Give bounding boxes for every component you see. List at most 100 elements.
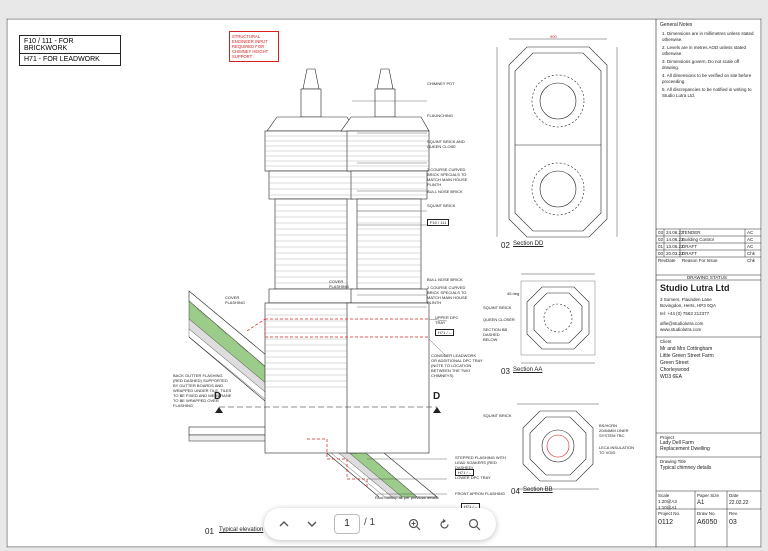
h71-tag-a: H71 / -- xyxy=(435,329,455,336)
rotate-icon xyxy=(439,518,449,529)
revision-rev: 00 xyxy=(658,251,664,256)
date-value: 22.02.22 xyxy=(729,500,749,506)
company-web: www.studiolutra.com xyxy=(660,327,702,332)
rev-value: 03 xyxy=(729,519,737,526)
revision-chk: AC xyxy=(747,237,754,242)
revision-chk: Chk xyxy=(747,251,756,256)
drawing-title-value: Typical chimney details xyxy=(660,465,712,471)
label-cover-flashing-right: COVER FLASHING xyxy=(329,279,350,289)
company-name: Studio Lutra Ltd xyxy=(660,283,730,293)
company-email: alfie@studiolutra.com xyxy=(660,321,704,326)
section-bb-title: Section BB xyxy=(523,487,553,493)
label-curved-brick-low: 2 COURSE CURVED BRICK SPECIALS TO MATCH … xyxy=(427,285,468,305)
label-squint-queen: SQUINT BRICK AND QUEEN CLOSE xyxy=(427,139,465,149)
label-bull-nose-low: BULL NOSE BRICK xyxy=(427,277,463,282)
page-total: / 1 xyxy=(364,517,376,528)
client-line-2: Little Green Street Farm xyxy=(660,353,714,359)
company-address-2: Bovingdon, Herts, HP3 0QA xyxy=(660,303,717,308)
brickwork-box: F10 / 111 - FOR BRICKWORK xyxy=(19,35,121,55)
section-marker-d-left: D xyxy=(214,391,222,402)
revision-header-date: Date xyxy=(666,258,676,263)
drawing-canvas xyxy=(7,19,761,547)
label-bull-nose-top: BULL NOSE BRICK xyxy=(427,189,463,194)
general-note-2: 2. Levels are in metres AOD unless state… xyxy=(662,45,747,56)
client-line-1: Mr and Mrs Cottingham xyxy=(660,346,713,352)
chimney-right xyxy=(246,68,430,454)
scale-label: Scale xyxy=(658,493,670,498)
label-squint-aa: SQUINT BRICK xyxy=(483,305,512,310)
revision-chk: AC xyxy=(747,230,754,235)
structural-note: STRUCTURAL ENGINEER INPUT REQUIRED FOR C… xyxy=(229,31,279,62)
drawing-status: DRAWING STATUS xyxy=(687,275,727,280)
paper-size-value: A1 xyxy=(697,500,705,506)
label-liner-system: BS/HCRN 20/84MM LINER SYSTEM TBC xyxy=(599,423,629,438)
dim-900: 900 xyxy=(550,34,557,39)
label-lower-dpc: LOWER DPC TRAY xyxy=(455,475,491,480)
label-queen-closer: QUEEN CLOSER xyxy=(483,317,515,322)
revision-date: 24.06.22 xyxy=(666,230,684,235)
label-flaunching: FLAUNCHING xyxy=(427,113,454,118)
general-note-4: 4. All dimensions to be verified on site… xyxy=(662,73,752,84)
revision-date: 13.06.22 xyxy=(666,244,684,249)
label-upper-dpc: UPPER DPC TRAY xyxy=(435,315,459,325)
draw-no-value: A6050 xyxy=(697,519,718,526)
drawing-title-label: Drawing Title xyxy=(660,459,687,464)
project-line-2: Replacement Dwelling xyxy=(660,446,710,452)
label-stepped-flashing: STEPPED FLASHING WITH LEAD SOAKERS (RED … xyxy=(455,455,507,470)
chimney-left xyxy=(264,68,358,454)
chevron-up-icon xyxy=(279,521,289,527)
scale-value: 1:20@A3 1:10@A1 xyxy=(658,499,677,510)
page-number-input[interactable]: 1 xyxy=(334,514,360,534)
label-squint-bb: SQUINT BRICK xyxy=(483,413,512,418)
revision-desc: TENDER xyxy=(682,230,701,235)
client-line-3: Green Street xyxy=(660,360,689,366)
section-marker-d-right: D xyxy=(433,391,441,402)
section-dd-number: 02 xyxy=(501,241,510,250)
typical-elevation-number: 01 xyxy=(205,527,214,536)
section-dd-title: Section DD xyxy=(513,241,544,247)
revision-chk: AC xyxy=(747,244,754,249)
label-back-gutter: BACK GUTTER FLASHING (RED DASHED) SUPPOR… xyxy=(173,373,232,408)
label-section-bb-below: SECTION BB DASHED BELOW xyxy=(483,327,508,342)
f10-tag: F10 / 111 xyxy=(427,219,450,226)
dim-45deg: 45 deg xyxy=(507,291,520,296)
h71-tag-b: H71 / -- xyxy=(455,469,475,476)
general-note-5: 5. All discrepancies to be notified in w… xyxy=(662,87,752,98)
section-aa-number: 03 xyxy=(501,367,510,376)
section-dd-plan xyxy=(496,38,618,238)
chevron-down-icon xyxy=(307,521,317,527)
project-line-1: Lady Dell Farm xyxy=(660,440,694,446)
search-button[interactable] xyxy=(464,514,484,534)
search-icon xyxy=(468,518,480,530)
label-front-apron: FRONT APRON FLASHING xyxy=(455,491,505,496)
revision-desc: Building Control xyxy=(682,237,714,242)
label-cover-flashing-left: COVER FLASHING xyxy=(225,295,246,305)
revision-rev: 01 xyxy=(658,244,664,249)
paper-size-label: Paper Size xyxy=(697,493,720,498)
revision-header-desc: Reason For Issue xyxy=(682,258,718,263)
revision-header-rev: Rev xyxy=(658,258,667,263)
section-bb-number: 04 xyxy=(511,487,520,496)
next-page-button[interactable] xyxy=(302,514,322,534)
section-aa-plan xyxy=(520,273,596,364)
section-aa-title: Section AA xyxy=(513,367,543,373)
general-note-1: 1. Dimensions are in millimetres unless … xyxy=(662,31,754,42)
project-no-value: 0112 xyxy=(658,519,674,526)
project-no-label: Project No. xyxy=(658,511,681,516)
client-label: Client xyxy=(660,339,672,344)
label-squint-mid: SQUINT BRICK xyxy=(427,203,456,208)
revision-desc: DRAFT xyxy=(682,251,697,256)
label-chimney-pot: CHIMNEY POT xyxy=(427,81,455,86)
label-curved-brick-top: 2 COURSE CURVED BRICK SPECIALS TO MATCH … xyxy=(427,167,468,187)
drawing-sheet: F10 / 111 - FOR BRICKWORK H71 - FOR LEAD… xyxy=(6,18,762,548)
rotate-button[interactable] xyxy=(434,514,454,534)
pdf-toolbar: 1 / 1 xyxy=(264,508,496,540)
previous-page-button[interactable] xyxy=(274,514,294,534)
company-tel: tel: +44 (0) 7563 212377 xyxy=(660,311,710,316)
revision-header-chk: Chk xyxy=(747,258,756,263)
client-line-5: WD3 6EA xyxy=(660,374,682,380)
rev-label: Rev. xyxy=(729,511,738,516)
revision-rev: 02 xyxy=(658,237,664,242)
leadwork-box: H71 - FOR LEADWORK xyxy=(19,53,121,66)
zoom-in-button[interactable] xyxy=(404,514,424,534)
